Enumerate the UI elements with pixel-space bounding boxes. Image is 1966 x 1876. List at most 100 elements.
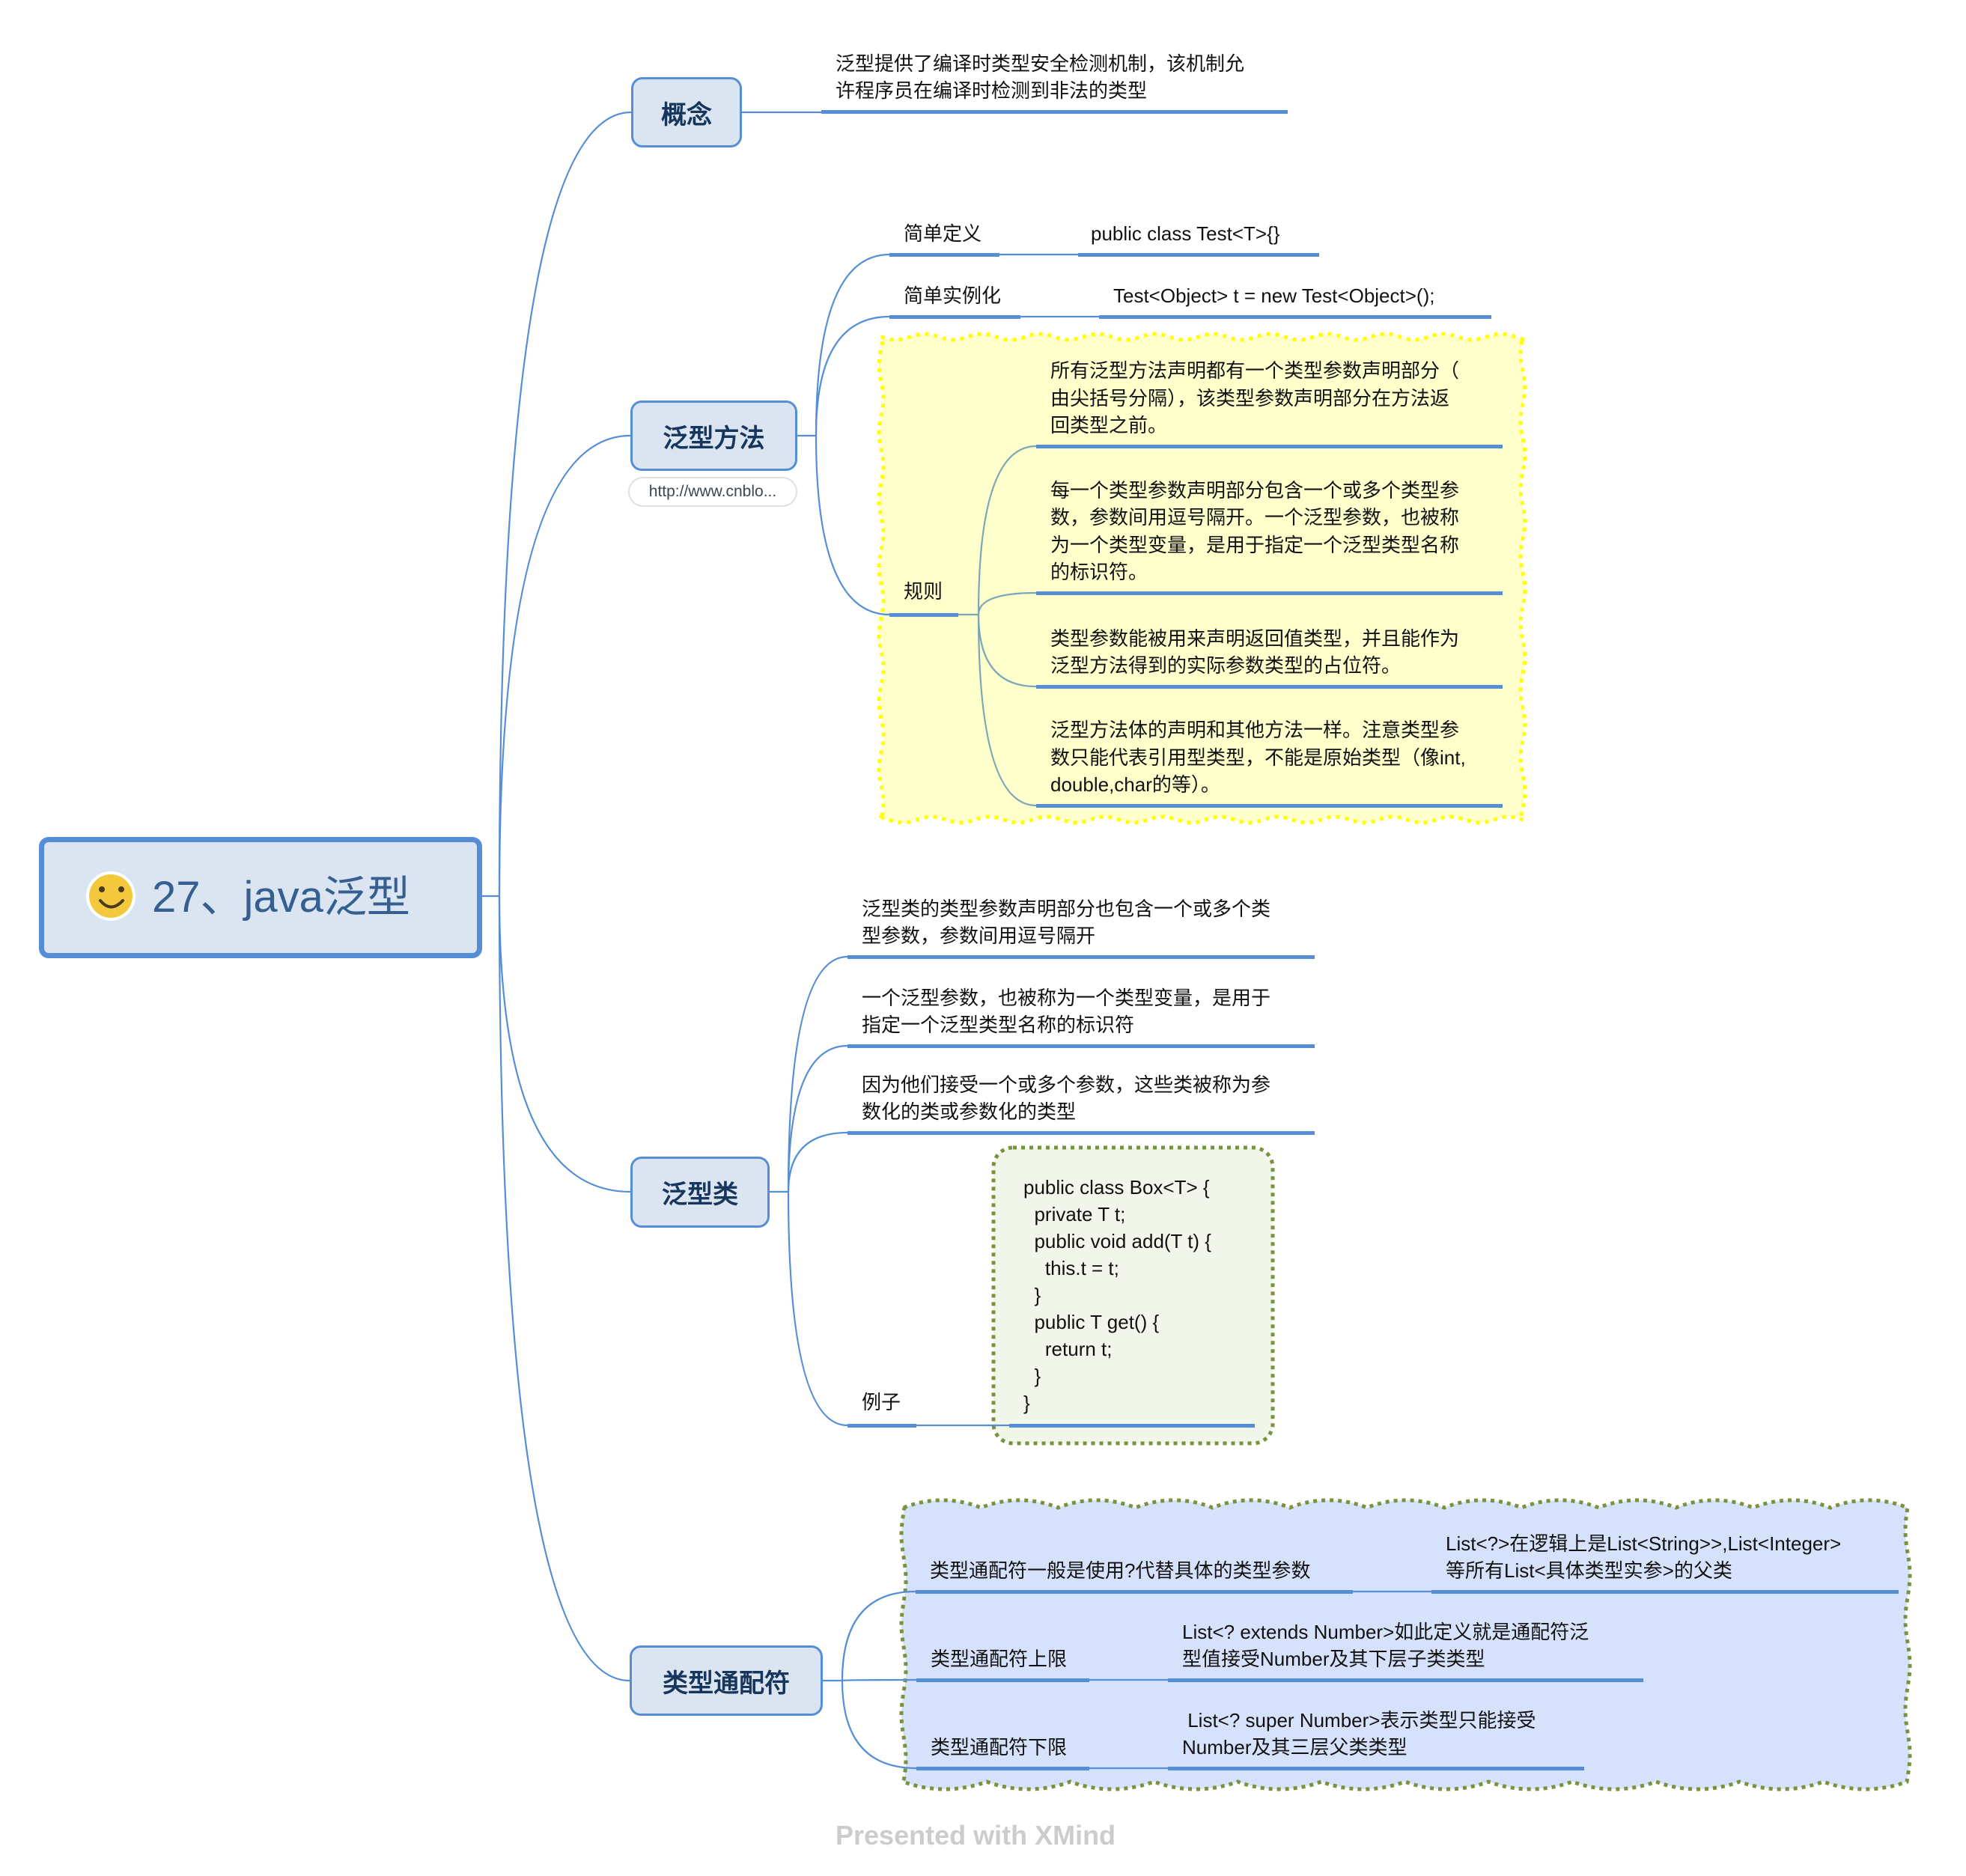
text-line: List<?>在逻辑上是List<String>>,List<Integer>	[1446, 1532, 1842, 1555]
hyperlink-text: http://www.cnblo...	[648, 483, 777, 500]
text-line: 泛型类的类型参数声明部分也包含一个或多个类	[862, 897, 1271, 920]
code-line: return t;	[1023, 1337, 1113, 1360]
code-line: public class Box<T> {	[1023, 1175, 1210, 1199]
text-line: 数只能代表引用型类型，不能是原始类型（像int,	[1050, 746, 1466, 769]
wildcard-lower-bound-detail[interactable]: List<? super Number>表示类型只能接受 Number及其三层父…	[1168, 1707, 1584, 1770]
topic-generic-method-title: 泛型方法	[663, 424, 765, 453]
topic-wildcard-title: 类型通配符	[663, 1669, 790, 1698]
topic-generic-method[interactable]: 泛型方法	[630, 401, 797, 471]
wildcard-upper-bound-detail[interactable]: List<? extends Number>如此定义就是通配符泛 型值接受Num…	[1168, 1618, 1643, 1682]
text-line: 指定一个泛型类型名称的标识符	[862, 1014, 1135, 1036]
subtopic-title: 类型通配符下限	[931, 1736, 1068, 1758]
text-line: 数化的类或参数化的类型	[862, 1100, 1077, 1123]
smiley-icon	[86, 871, 136, 921]
topic-generic-class[interactable]: 泛型类	[630, 1157, 770, 1228]
text-line: 每一个类型参数声明部分包含一个或多个类型参	[1050, 478, 1460, 502]
text-line: double,char的等）。	[1050, 773, 1220, 796]
subtopic-simple-instantiation[interactable]: 简单实例化	[889, 282, 1020, 319]
wildcard-usage-detail[interactable]: List<?>在逻辑上是List<String>>,List<Integer> …	[1431, 1530, 1899, 1594]
boundary-rules	[877, 332, 1527, 825]
concept-detail[interactable]: 泛型提供了编译时类型安全检测机制，该机制允 许程序员在编译时检测到非法的类型	[821, 50, 1288, 114]
topic-concept[interactable]: 概念	[631, 77, 742, 147]
subtopic-wildcard-usage[interactable]: 类型通配符一般是使用?代替具体的类型参数	[916, 1557, 1353, 1594]
connector-method-simple-definition	[815, 253, 890, 436]
generic-class-detail[interactable]: 泛型类的类型参数声明部分也包含一个或多个类 型参数，参数间用逗号隔开	[847, 895, 1315, 959]
subtopic-title: 简单实例化	[904, 284, 1002, 307]
connector-method-rules	[815, 435, 890, 616]
text-line: 由尖括号分隔），该类型参数声明部分在方法返	[1050, 386, 1450, 409]
rule-item[interactable]: 泛型方法体的声明和其他方法一样。注意类型参 数只能代表引用型类型，不能是原始类型…	[1036, 716, 1503, 808]
connector-rule-1	[977, 445, 1037, 615]
text-line: 因为他们接受一个或多个参数，这些类被称为参	[862, 1073, 1271, 1096]
boundary-example	[991, 1145, 1275, 1446]
text-line: 泛型提供了编译时类型安全检测机制，该机制允	[836, 52, 1245, 75]
text-line: 所有泛型方法声明都有一个类型参数声明部分（	[1050, 359, 1460, 382]
subtopic-title: 类型通配符一般是使用?代替具体的类型参数	[930, 1559, 1311, 1582]
text-line: 类型参数能被用来声明返回值类型，并且能作为	[1050, 627, 1460, 650]
subtopic-title: 类型通配符上限	[931, 1648, 1068, 1670]
connector-rule-2	[977, 591, 1037, 615]
text-line: 的标识符。	[1050, 561, 1148, 583]
connector-class-child-1	[787, 955, 848, 1193]
connector-wildcard-child-3	[841, 1680, 917, 1770]
subtopic-title: 规则	[904, 580, 943, 603]
text-line: public class Test<T>{}	[1091, 222, 1280, 245]
code-line: }	[1023, 1283, 1041, 1306]
connector-class-child-3	[787, 1131, 848, 1193]
text-line: 数，参数间用逗号隔开。一个泛型参数，也被称	[1050, 506, 1460, 529]
subtopic-simple-definition[interactable]: 简单定义	[889, 220, 999, 257]
subtopic-rules[interactable]: 规则	[889, 578, 958, 617]
code-line: }	[1023, 1364, 1041, 1387]
subtopic-title: 简单定义	[904, 222, 982, 245]
text-line: 泛型方法得到的实际参数类型的占位符。	[1050, 654, 1402, 677]
text-line: 回类型之前。	[1050, 414, 1168, 436]
subtopic-example[interactable]: 例子	[847, 1389, 916, 1428]
connector-root-generic-class	[498, 895, 631, 1193]
simple-definition-code[interactable]: public class Test<T>{}	[1078, 220, 1319, 257]
generic-class-detail[interactable]: 一个泛型参数，也被称为一个类型变量，是用于 指定一个泛型类型名称的标识符	[847, 984, 1315, 1048]
connector-wildcard-child-2	[841, 1678, 917, 1682]
connector-class-child-2	[787, 1044, 848, 1193]
text-line: Number及其三层父类类型	[1182, 1736, 1407, 1758]
topic-wildcard[interactable]: 类型通配符	[630, 1645, 823, 1716]
connector-root-wildcard	[498, 895, 630, 1682]
root-topic-title: 27、java泛型	[152, 873, 410, 922]
text-line: 许程序员在编译时检测到非法的类型	[836, 79, 1148, 102]
connector-rule-4	[977, 614, 1037, 807]
text-line: 等所有List<具体类型实参>的父类	[1446, 1559, 1732, 1582]
connector-wildcard-child-1	[841, 1590, 916, 1681]
code-line: private T t;	[1023, 1202, 1126, 1225]
boundary-wildcard	[899, 1498, 1912, 1791]
text-line: 一个泛型参数，也被称为一个类型变量，是用于	[862, 986, 1271, 1009]
connector-root-concept	[498, 111, 632, 897]
footer-watermark: Presented with XMind	[836, 1820, 1116, 1851]
text-line: 为一个类型变量，是用于指定一个泛型类型名称	[1050, 533, 1460, 556]
code-line: public void add(T t) {	[1023, 1229, 1211, 1252]
topic-concept-title: 概念	[661, 100, 712, 130]
root-topic[interactable]: 27、java泛型	[39, 837, 482, 958]
example-code-block[interactable]: public class Box<T> { private T t; publi…	[1009, 1174, 1255, 1428]
connector-method-simple-instantiation	[815, 315, 890, 436]
subtopic-wildcard-lower-bound[interactable]: 类型通配符下限	[916, 1734, 1089, 1770]
text-line: 型值接受Number及其下层子类类型	[1182, 1648, 1485, 1670]
text-line: List<? super Number>表示类型只能接受	[1182, 1708, 1536, 1732]
rule-item[interactable]: 类型参数能被用来声明返回值类型，并且能作为 泛型方法得到的实际参数类型的占位符。	[1036, 625, 1503, 689]
subtopic-title: 例子	[862, 1391, 901, 1413]
topic-generic-class-title: 泛型类	[662, 1181, 738, 1209]
code-line: this.t = t;	[1023, 1256, 1119, 1279]
rule-item[interactable]: 每一个类型参数声明部分包含一个或多个类型参 数，参数间用逗号隔开。一个泛型参数，…	[1036, 477, 1503, 595]
subtopic-wildcard-upper-bound[interactable]: 类型通配符上限	[916, 1645, 1089, 1682]
text-line: 型参数，参数间用逗号隔开	[862, 925, 1096, 947]
connector-class-example	[787, 1191, 848, 1427]
generic-class-detail[interactable]: 因为他们接受一个或多个参数，这些类被称为参 数化的类或参数化的类型	[847, 1071, 1315, 1135]
code-line: }	[1023, 1391, 1030, 1414]
connector-root-generic-method	[498, 434, 631, 897]
text-line: Test<Object> t = new Test<Object>();	[1113, 284, 1435, 307]
text-line: List<? extends Number>如此定义就是通配符泛	[1182, 1620, 1589, 1643]
code-line: public T get() {	[1023, 1310, 1160, 1333]
hyperlink-label[interactable]: http://www.cnblo...	[628, 477, 797, 507]
simple-instantiation-code[interactable]: Test<Object> t = new Test<Object>();	[1099, 282, 1491, 319]
rule-item[interactable]: 所有泛型方法声明都有一个类型参数声明部分（ 由尖括号分隔），该类型参数声明部分在…	[1036, 357, 1503, 448]
